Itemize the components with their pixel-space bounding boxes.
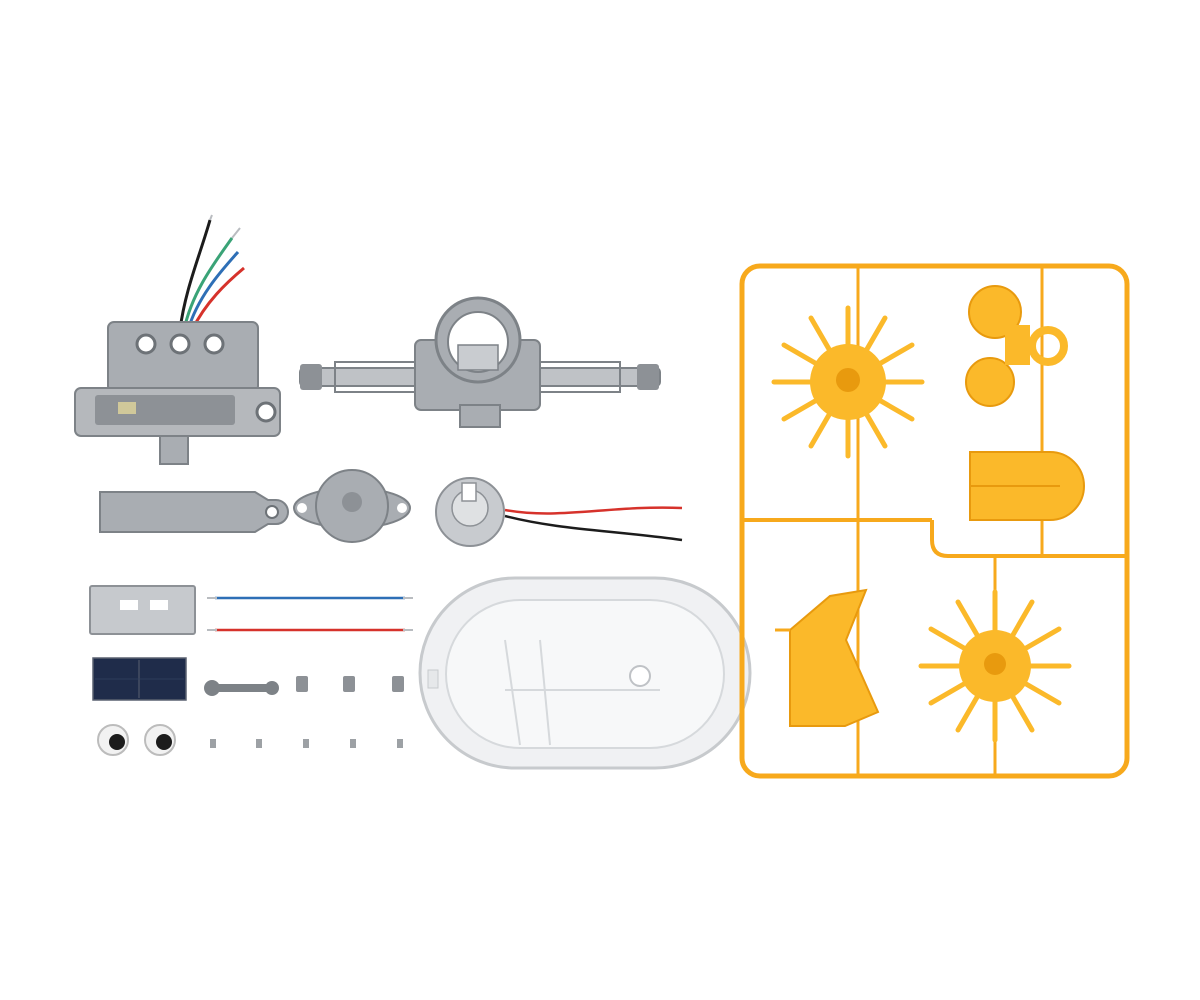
hex-nuts xyxy=(296,676,404,692)
metal-bracket xyxy=(89,585,196,635)
wrench xyxy=(204,680,279,696)
boot-part xyxy=(775,588,880,727)
motor-mount xyxy=(293,469,411,543)
cylinder-part xyxy=(969,451,1085,521)
sun-gear-bottom-center xyxy=(984,653,1006,675)
sun-gear-top-center xyxy=(836,368,860,392)
screws xyxy=(210,739,403,748)
googly-eyes xyxy=(97,724,176,756)
solar-panel xyxy=(92,657,187,701)
gear-axle-assembly xyxy=(299,296,661,428)
battery-box xyxy=(74,214,281,465)
flat-arm xyxy=(99,491,289,533)
wheel-pair xyxy=(965,285,1068,407)
white-shell xyxy=(418,576,752,770)
dc-motor xyxy=(435,477,683,547)
connector-wires xyxy=(207,596,413,632)
